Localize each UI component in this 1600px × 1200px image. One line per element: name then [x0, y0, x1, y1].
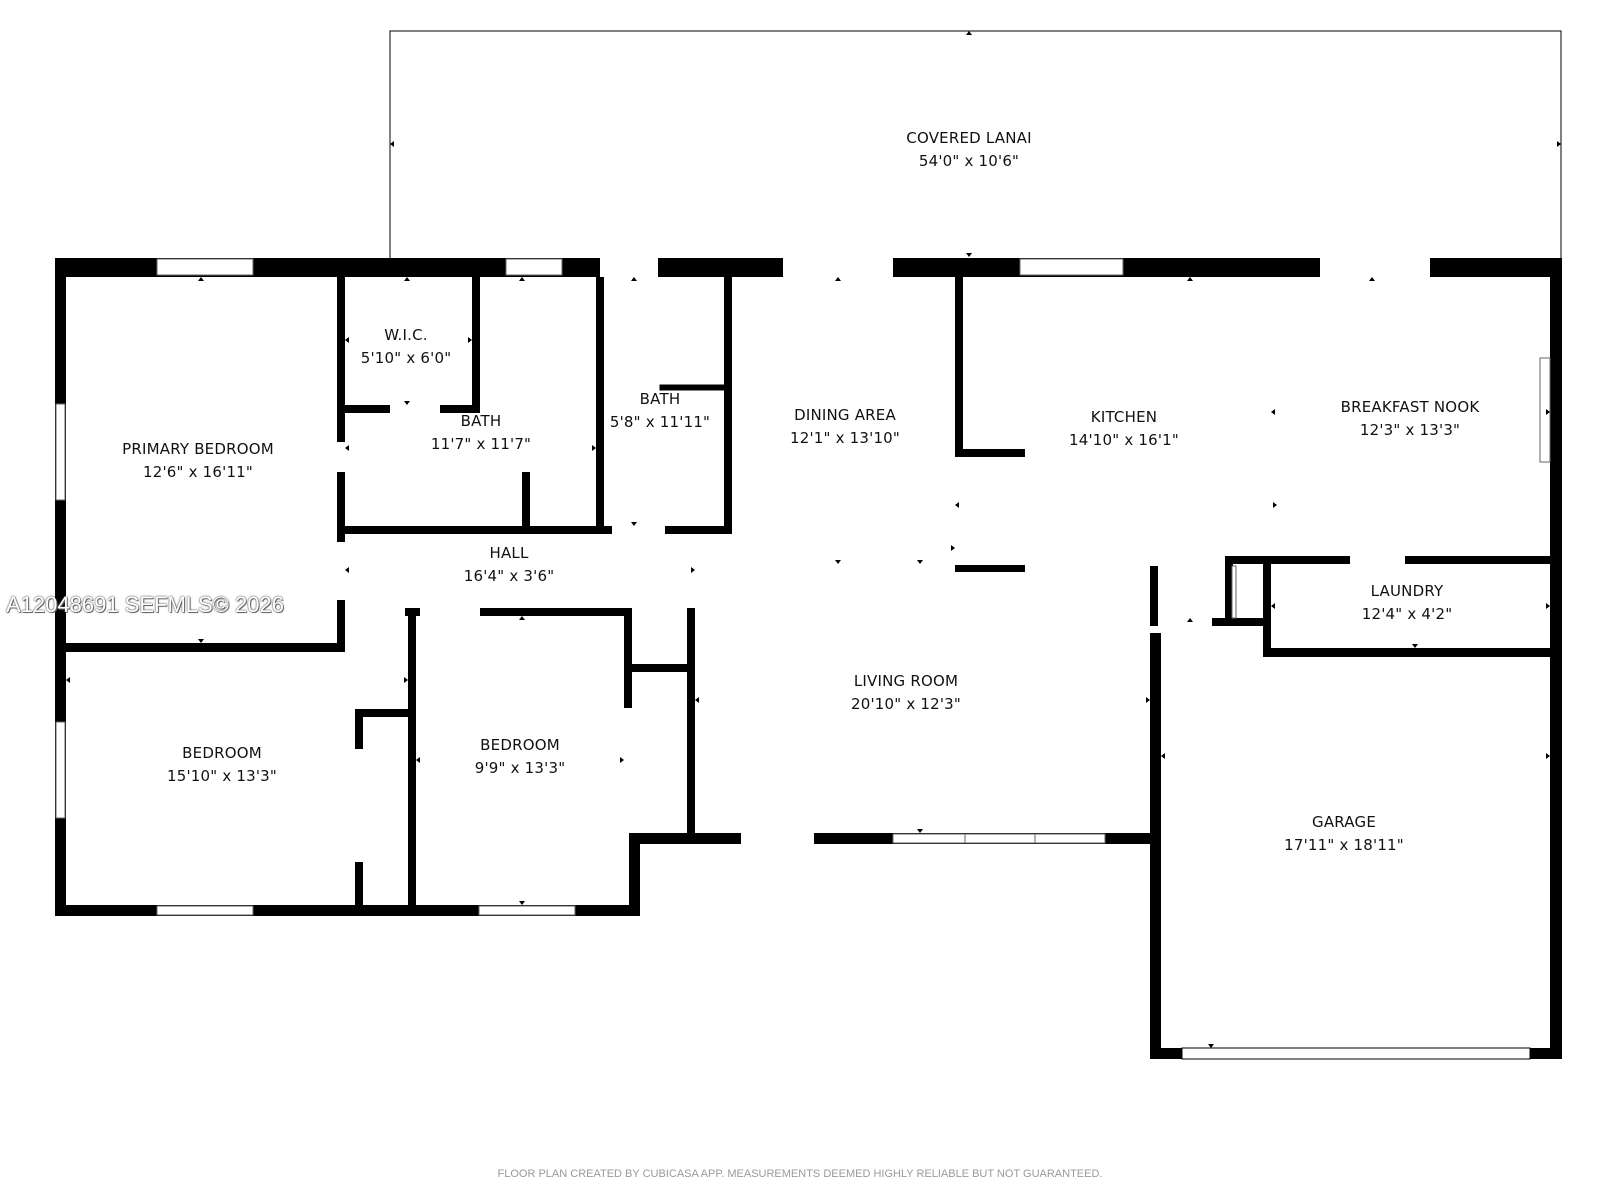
room-kitchen: KITCHEN 14'10" x 16'1" — [1069, 406, 1179, 452]
room-bath-primary: BATH 11'7" x 11'7" — [431, 410, 531, 456]
interior-walls — [55, 272, 1555, 913]
mls-watermark: A12048691 SEFMLS© 2026 — [6, 592, 284, 617]
room-size: 11'7" x 11'7" — [430, 435, 532, 453]
room-size: 12'4" x 4'2" — [1361, 605, 1453, 623]
room-size: 20'10" x 12'3" — [850, 695, 962, 713]
room-name: BEDROOM — [182, 744, 262, 762]
room-hall: HALL 16'4" x 3'6" — [464, 542, 555, 588]
room-bedroom-left: BEDROOM 15'10" x 13'3" — [167, 742, 277, 788]
windows — [55, 258, 1551, 916]
room-bath-hall: BATH 5'8" x 11'11" — [610, 388, 710, 434]
dimension-markers — [66, 31, 1561, 1048]
room-name: BATH — [460, 412, 502, 430]
room-size: 14'10" x 16'1" — [1068, 431, 1180, 449]
room-size: 9'9" x 13'3" — [474, 759, 566, 777]
room-name: W.I.C. — [384, 326, 428, 344]
room-breakfast-nook: BREAKFAST NOOK 12'3" x 13'3" — [1341, 396, 1480, 442]
room-name: PRIMARY BEDROOM — [122, 440, 274, 458]
room-name: BREAKFAST NOOK — [1340, 398, 1480, 416]
room-name: GARAGE — [1312, 813, 1376, 831]
room-name: KITCHEN — [1090, 408, 1158, 426]
room-laundry: LAUNDRY 12'4" x 4'2" — [1362, 580, 1453, 626]
room-size: 15'10" x 13'3" — [166, 767, 278, 785]
room-dining-area: DINING AREA 12'1" x 13'10" — [790, 404, 900, 450]
room-name: DINING AREA — [794, 406, 896, 424]
room-size: 5'10" x 6'0" — [360, 349, 452, 367]
room-size: 12'6" x 16'11" — [142, 463, 254, 481]
room-name: BEDROOM — [480, 736, 560, 754]
room-size: 12'3" x 13'3" — [1359, 421, 1461, 439]
room-garage: GARAGE 17'11" x 18'11" — [1284, 811, 1404, 857]
room-size: 12'1" x 13'10" — [789, 429, 901, 447]
room-living-room: LIVING ROOM 20'10" x 12'3" — [851, 670, 961, 716]
room-covered-lanai: COVERED LANAI 54'0" x 10'6" — [906, 127, 1031, 173]
room-wic: W.I.C. 5'10" x 6'0" — [361, 324, 452, 370]
room-name: BATH — [639, 390, 681, 408]
room-name: HALL — [489, 544, 529, 562]
room-name: LIVING ROOM — [853, 672, 959, 690]
lanai-outline — [389, 30, 1562, 264]
room-size: 16'4" x 3'6" — [463, 567, 555, 585]
door-openings — [345, 258, 1531, 1060]
room-primary-bedroom: PRIMARY BEDROOM 12'6" x 16'11" — [122, 438, 274, 484]
room-size: 17'11" x 18'11" — [1284, 836, 1404, 854]
room-name: COVERED LANAI — [906, 129, 1032, 147]
room-bedroom-mid: BEDROOM 9'9" x 13'3" — [475, 734, 566, 780]
room-name: LAUNDRY — [1370, 582, 1444, 600]
room-size: 54'0" x 10'6" — [918, 152, 1020, 170]
exterior-walls — [55, 258, 1562, 1059]
room-size: 5'8" x 11'11" — [609, 413, 711, 431]
footer-disclaimer: FLOOR PLAN CREATED BY CUBICASA APP. MEAS… — [497, 1168, 1103, 1180]
